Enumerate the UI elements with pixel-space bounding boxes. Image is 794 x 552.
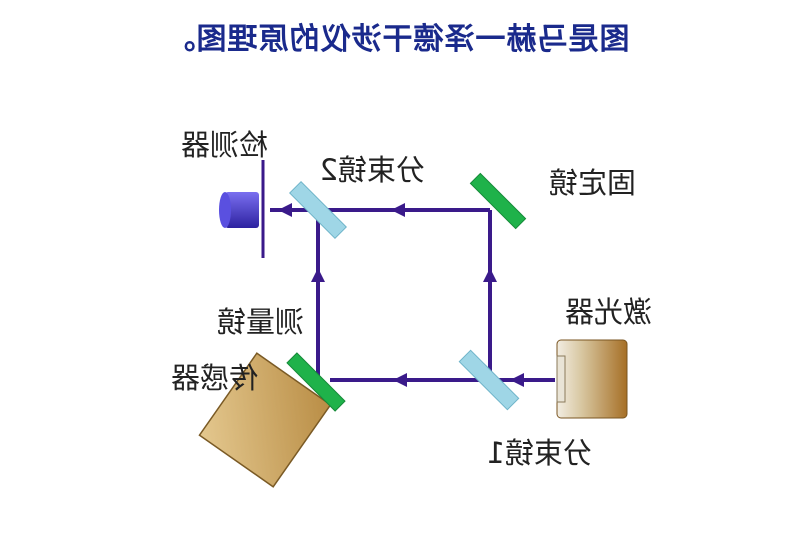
sensor-icon <box>198 352 332 488</box>
sensor-label: 传感器 <box>171 361 258 395</box>
arrow-icon <box>393 373 407 387</box>
detector-icon <box>219 160 265 258</box>
measuring-mirror-label: 测量镜 <box>217 305 304 339</box>
beam-arrows <box>278 203 524 387</box>
laser-label: 激光器 <box>565 295 652 329</box>
beam-path <box>270 208 555 382</box>
arrow-icon <box>483 268 497 282</box>
measuring-mirror-icon <box>286 352 346 412</box>
laser-icon <box>556 339 628 419</box>
beam-splitter-1-label: 分束镜1 <box>487 436 592 470</box>
arrow-icon <box>391 203 405 217</box>
arrow-icon <box>510 373 524 387</box>
fixed-mirror-label: 固定镜 <box>549 166 636 200</box>
beam-splitter-2-label: 分束镜2 <box>320 153 425 187</box>
fixed-mirror-icon <box>469 172 527 230</box>
beam-splitter-1-icon <box>458 349 520 411</box>
arrow-icon <box>311 268 325 282</box>
arrow-icon <box>278 203 292 217</box>
detector-label: 检测器 <box>181 128 268 162</box>
beam-splitter-2-icon <box>289 181 347 239</box>
